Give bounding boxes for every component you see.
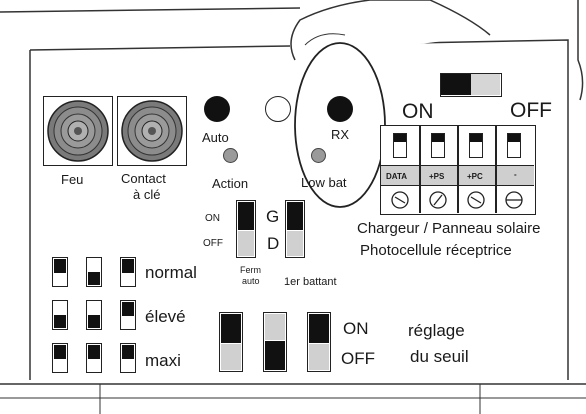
terminal-block[interactable]: DATA +PS +PC -	[380, 125, 536, 215]
g-label: G	[266, 207, 280, 226]
connector-icon	[121, 100, 183, 162]
slide-on-label: ON	[402, 100, 434, 123]
rx-led	[327, 96, 353, 122]
terminal-label-data: DATA	[386, 172, 408, 181]
terminal-screws	[391, 191, 523, 209]
battant-caption: 1er battant	[284, 276, 337, 288]
slide-track-grey	[471, 74, 500, 95]
terminal-socket	[431, 133, 445, 158]
slide-knob	[441, 74, 471, 95]
connector-icon	[47, 100, 109, 162]
sensitivity-dip[interactable]	[120, 257, 136, 287]
contact-label-line1: Contact	[121, 171, 166, 186]
sensitivity-dip[interactable]	[52, 300, 68, 330]
ferm-on-label: ON	[205, 213, 220, 224]
sensitivity-dip[interactable]	[86, 300, 102, 330]
blank-led	[265, 96, 291, 122]
terminal-socket	[507, 133, 521, 158]
ferm-auto-dip[interactable]	[236, 200, 256, 258]
contact-connector[interactable]	[117, 96, 187, 166]
sensitivity-eleve-label: élevé	[145, 307, 186, 326]
sensitivity-dip[interactable]	[86, 257, 102, 287]
sensitivity-maxi-label: maxi	[145, 351, 181, 370]
sensitivity-dip[interactable]	[52, 257, 68, 287]
terminal-label-ps: +PS	[429, 172, 445, 181]
threshold-dip[interactable]	[263, 312, 287, 372]
d-label: D	[267, 234, 280, 253]
terminal-label-pc: +PC	[467, 172, 483, 181]
threshold-caption-line1: réglage	[408, 321, 465, 340]
terminal-label-minus: -	[514, 170, 517, 179]
power-slide-switch[interactable]	[440, 73, 502, 97]
ferm-off-label: OFF	[203, 238, 223, 249]
ferm-caption-line1: Ferm	[240, 265, 261, 275]
low-bat-label: Low bat	[301, 175, 347, 190]
terminal-caption-line2: Photocellule réceptrice	[360, 242, 512, 259]
rx-label: RX	[331, 127, 350, 142]
battant-dip[interactable]	[285, 200, 305, 258]
sensitivity-dip[interactable]	[120, 343, 136, 373]
action-label: Action	[212, 176, 249, 191]
threshold-on-label: ON	[343, 319, 369, 338]
threshold-caption-line2: du seuil	[410, 347, 469, 366]
finger-illustration	[290, 0, 491, 61]
feu-connector[interactable]	[43, 96, 113, 166]
sensitivity-dip[interactable]	[120, 300, 136, 330]
ferm-caption-line2: auto	[242, 276, 260, 286]
feu-label: Feu	[61, 172, 84, 187]
threshold-off-label: OFF	[341, 349, 375, 368]
terminal-socket	[469, 133, 483, 158]
threshold-dip[interactable]	[219, 312, 243, 372]
terminal-socket	[393, 133, 407, 158]
auto-label: Auto	[202, 130, 229, 145]
auto-led	[204, 96, 230, 122]
low-bat-led	[311, 148, 326, 163]
sensitivity-dip[interactable]	[86, 343, 102, 373]
action-led	[223, 148, 238, 163]
sensitivity-normal-label: normal	[145, 263, 197, 282]
sensitivity-dip[interactable]	[52, 343, 68, 373]
terminal-caption-line1: Chargeur / Panneau solaire	[357, 220, 541, 237]
contact-label-line2: à clé	[133, 187, 161, 202]
slide-off-label: OFF	[510, 99, 552, 122]
threshold-dip[interactable]	[307, 312, 331, 372]
